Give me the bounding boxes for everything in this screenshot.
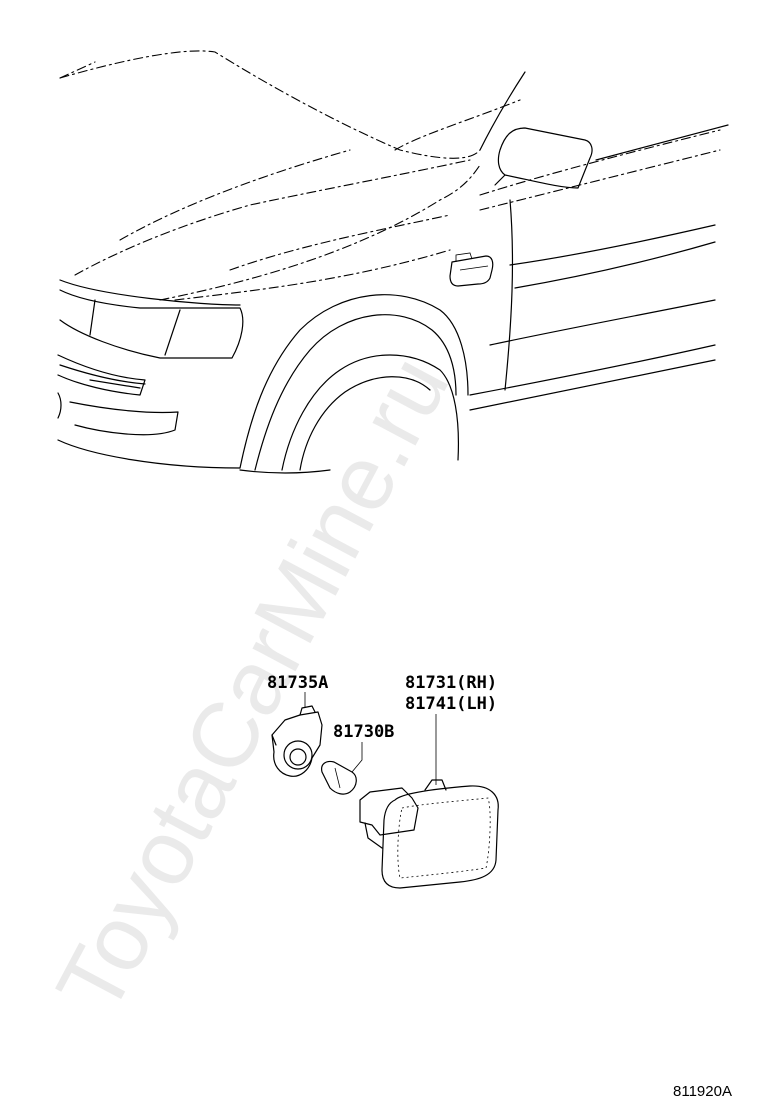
socket-part: [271, 705, 323, 777]
bulb-leader: [351, 742, 363, 773]
part-number-bulb: 81730B: [333, 722, 394, 742]
bulb-part: [321, 760, 357, 795]
part-number-lamp-lh: 81741(LH): [405, 694, 497, 714]
watermark-text: ToyotaCarMine.ru: [38, 340, 469, 1029]
side-marker-lamp: [359, 779, 499, 889]
part-number-socket: 81735A: [267, 673, 328, 693]
part-number-lamp-rh: 81731(RH): [405, 673, 497, 693]
fender-marker-location: [449, 252, 494, 287]
car-front-illustration: [57, 50, 729, 474]
diagram-code: 811920A: [673, 1083, 732, 1100]
